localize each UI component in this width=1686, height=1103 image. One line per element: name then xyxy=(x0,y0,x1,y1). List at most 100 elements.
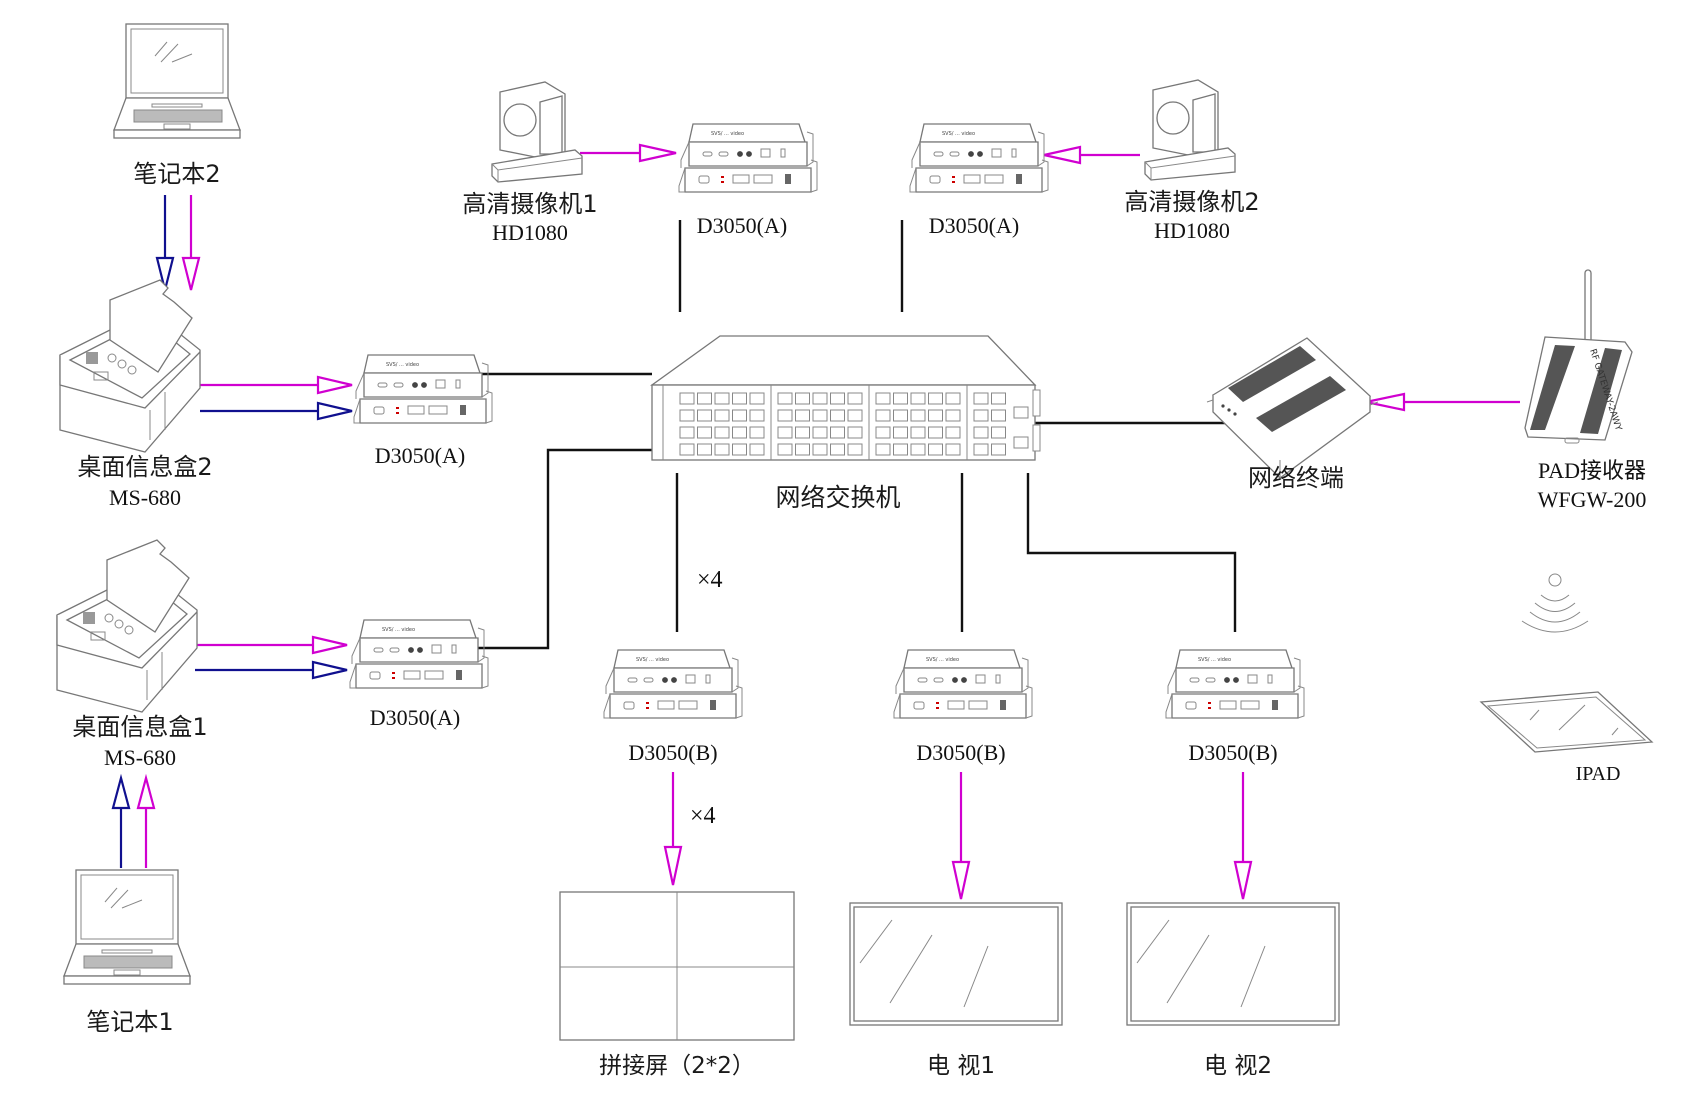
node-video-wall[interactable]: 拼接屏（2*2） xyxy=(559,891,795,1079)
rj45-port[interactable] xyxy=(928,426,943,439)
rj45-port[interactable] xyxy=(795,409,810,422)
rj45-port[interactable] xyxy=(991,426,1006,439)
rj45-port[interactable] xyxy=(973,392,989,405)
rj45-port[interactable] xyxy=(697,409,712,422)
node-decoder-wall[interactable]: D3050(B) xyxy=(603,649,743,765)
rj45-port[interactable] xyxy=(795,426,810,439)
rj45-port[interactable] xyxy=(795,392,810,405)
sfp-slot[interactable] xyxy=(1032,389,1041,417)
rj45-port[interactable] xyxy=(910,426,926,439)
node-pad-receiver[interactable]: RF GATEWAY-2AWY PAD接收器 WFGW-200 xyxy=(1524,269,1646,512)
rj45-port[interactable] xyxy=(991,409,1006,422)
arrow-right-icon xyxy=(316,375,353,395)
rj45-port[interactable] xyxy=(679,392,695,405)
rj45-port[interactable] xyxy=(777,392,793,405)
rj45-port[interactable] xyxy=(875,443,891,456)
rj45-port[interactable] xyxy=(679,426,695,439)
rj45-port[interactable] xyxy=(910,443,926,456)
uplink-port[interactable] xyxy=(1013,436,1029,449)
rj45-port[interactable] xyxy=(697,443,712,456)
node-network-terminal[interactable]: 网络终端 xyxy=(1206,337,1379,492)
rj45-port[interactable] xyxy=(812,409,828,422)
rj45-port[interactable] xyxy=(714,409,730,422)
node-camera2[interactable]: 高清摄像机2 HD1080 xyxy=(1124,79,1260,243)
node-camera1[interactable]: 高清摄像机1 HD1080 xyxy=(462,81,598,245)
node-desk-box1[interactable]: 桌面信息盒1 MS-680 xyxy=(56,539,208,770)
rj45-port[interactable] xyxy=(945,409,961,422)
rj45-port[interactable] xyxy=(777,409,793,422)
rj45-port[interactable] xyxy=(679,443,695,456)
uplink-port[interactable] xyxy=(1013,406,1029,419)
rj45-port[interactable] xyxy=(830,426,845,439)
rj45-port[interactable] xyxy=(847,392,863,405)
rj45-port[interactable] xyxy=(812,392,828,405)
rj45-port[interactable] xyxy=(830,409,845,422)
node-tv2[interactable]: 电 视2 xyxy=(1126,902,1340,1079)
node-encoder-box2[interactable]: D3050(A) xyxy=(353,354,493,468)
node-laptop1[interactable]: 笔记本1 xyxy=(63,869,191,1036)
rj45-port[interactable] xyxy=(732,392,747,405)
rj45-port[interactable] xyxy=(928,392,943,405)
rj45-port[interactable] xyxy=(910,409,926,422)
rj45-port[interactable] xyxy=(777,443,793,456)
rj45-port[interactable] xyxy=(973,426,989,439)
rj45-port[interactable] xyxy=(732,409,747,422)
arrow-right-icon xyxy=(311,635,348,655)
rj45-port[interactable] xyxy=(973,409,989,422)
rj45-port[interactable] xyxy=(749,409,765,422)
rj45-port[interactable] xyxy=(847,426,863,439)
rj45-port[interactable] xyxy=(749,426,765,439)
rj45-port[interactable] xyxy=(893,392,908,405)
rj45-port[interactable] xyxy=(777,426,793,439)
rj45-port[interactable] xyxy=(679,409,695,422)
video-wall-icon xyxy=(559,891,795,1041)
node-decoder-tv1[interactable]: D3050(B) xyxy=(893,649,1033,765)
node-encoder-cam1[interactable]: D3050(A) xyxy=(678,123,818,238)
rj45-port[interactable] xyxy=(875,426,891,439)
multiplier-switch-to-decoder: ×4 xyxy=(697,567,723,593)
arrow-left-icon xyxy=(1365,392,1406,412)
rj45-port[interactable] xyxy=(714,443,730,456)
rj45-port[interactable] xyxy=(991,392,1006,405)
rj45-port[interactable] xyxy=(875,392,891,405)
rj45-port[interactable] xyxy=(749,392,765,405)
desk-box2-name: 桌面信息盒2 xyxy=(77,453,212,481)
rj45-port[interactable] xyxy=(991,443,1006,456)
rj45-port[interactable] xyxy=(749,443,765,456)
rj45-port[interactable] xyxy=(973,443,989,456)
rj45-port[interactable] xyxy=(714,426,730,439)
rj45-port[interactable] xyxy=(910,392,926,405)
rj45-port[interactable] xyxy=(893,426,908,439)
node-decoder-tv2[interactable]: D3050(B) xyxy=(1165,649,1305,765)
rj45-port[interactable] xyxy=(732,426,747,439)
rj45-port[interactable] xyxy=(812,426,828,439)
rj45-port[interactable] xyxy=(893,443,908,456)
node-ipad[interactable]: IPAD xyxy=(1479,691,1654,785)
rj45-port[interactable] xyxy=(795,443,810,456)
rj45-port[interactable] xyxy=(847,409,863,422)
rj45-port[interactable] xyxy=(945,426,961,439)
rj45-port[interactable] xyxy=(945,443,961,456)
node-tv1[interactable]: 电 视1 xyxy=(849,902,1063,1079)
node-network-switch[interactable]: 网络交换机 xyxy=(649,335,1041,512)
rj45-port[interactable] xyxy=(928,443,943,456)
rj45-port[interactable] xyxy=(732,443,747,456)
node-desk-box2[interactable]: 桌面信息盒2 MS-680 xyxy=(59,279,213,510)
rj45-port[interactable] xyxy=(697,426,712,439)
node-encoder-cam2[interactable]: D3050(A) xyxy=(909,123,1049,238)
rj45-port[interactable] xyxy=(928,409,943,422)
node-laptop2[interactable]: 笔记本2 xyxy=(113,23,241,188)
rj45-port[interactable] xyxy=(847,443,863,456)
camera-icon xyxy=(1144,79,1236,181)
rj45-port[interactable] xyxy=(812,443,828,456)
rj45-port[interactable] xyxy=(830,392,845,405)
encoder-icon xyxy=(678,123,818,193)
sfp-slot[interactable] xyxy=(1032,424,1041,452)
rj45-port[interactable] xyxy=(714,392,730,405)
rj45-port[interactable] xyxy=(697,392,712,405)
rj45-port[interactable] xyxy=(893,409,908,422)
node-encoder-box1[interactable]: D3050(A) xyxy=(349,619,489,730)
rj45-port[interactable] xyxy=(945,392,961,405)
rj45-port[interactable] xyxy=(875,409,891,422)
rj45-port[interactable] xyxy=(830,443,845,456)
